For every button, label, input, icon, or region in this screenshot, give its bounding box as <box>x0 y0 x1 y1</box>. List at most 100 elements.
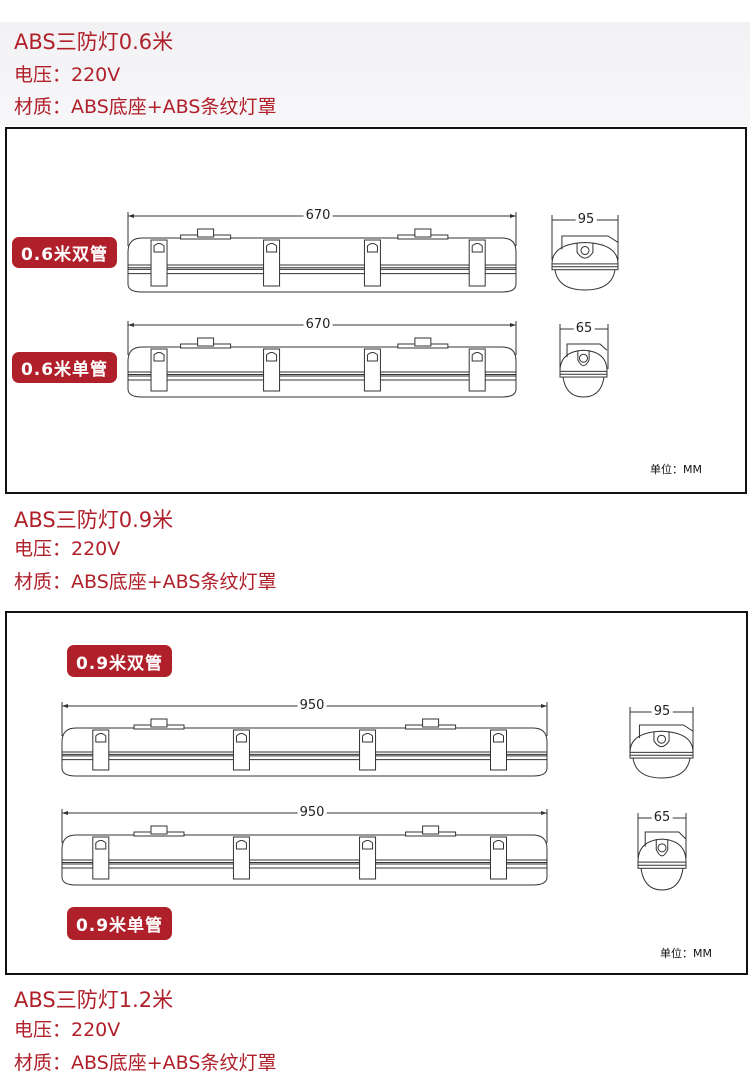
bracket <box>414 228 432 238</box>
clip-hole <box>266 243 278 253</box>
clip <box>150 239 168 287</box>
lamp-base <box>61 834 548 863</box>
spec-title: ABS三防灯1.2米 <box>14 988 174 1012</box>
clip <box>92 729 110 771</box>
bracket <box>197 337 215 347</box>
arrow-icon <box>62 811 68 815</box>
end-cover <box>632 757 691 779</box>
spec-voltage: 电压：220V <box>14 1019 121 1041</box>
spec-material: 材质：ABS底座+ABS条纹灯罩 <box>14 1052 277 1074</box>
clip-hole <box>235 733 247 743</box>
bracket <box>197 228 215 238</box>
end-view-09-single <box>637 831 687 891</box>
clip <box>359 836 377 880</box>
lamp-base <box>127 237 517 269</box>
lamp-cover <box>61 862 548 886</box>
lamp-06-double <box>127 228 517 293</box>
end-hole <box>580 246 590 256</box>
end-top <box>638 724 694 739</box>
dim-length-09-double: 950 <box>297 698 327 713</box>
lamp-06-single <box>127 337 517 398</box>
clip-hole <box>153 243 165 253</box>
dim-length-09-single: 950 <box>297 805 327 820</box>
spec-title: ABS三防灯0.6米 <box>14 30 174 54</box>
bracket <box>422 825 440 835</box>
clip <box>232 836 250 880</box>
end-cover <box>640 868 684 891</box>
bracket <box>414 337 432 347</box>
unit-label-06: 单位：MM <box>650 463 702 476</box>
spec-block-12: ABS三防灯1.2米 电压：220V 材质：ABS底座+ABS条纹灯罩 <box>0 982 750 1082</box>
clip <box>468 348 486 392</box>
clip-hole <box>362 733 374 743</box>
lamp-base <box>61 727 548 755</box>
end-top <box>561 235 619 250</box>
clip <box>263 348 281 392</box>
lamp-09-double <box>61 718 548 777</box>
clip <box>468 239 486 287</box>
label-06-double: 0.6米双管 <box>12 237 117 268</box>
clip-hole <box>362 840 374 850</box>
clip-hole <box>153 352 165 362</box>
label-09-single: 0.9米单管 <box>67 907 172 940</box>
end-mount <box>655 839 669 857</box>
end-base <box>551 241 619 264</box>
end-mount <box>653 731 670 748</box>
end-view-06-single <box>559 343 608 398</box>
dim-length-06-double: 670 <box>303 208 333 223</box>
lamp-09-single <box>61 825 548 886</box>
dim-width-06-double: 95 <box>575 212 597 227</box>
end-hole <box>657 843 667 853</box>
arrow-icon <box>541 704 547 708</box>
clip-hole <box>366 243 378 253</box>
spec-voltage: 电压：220V <box>14 538 121 560</box>
end-base <box>629 730 694 753</box>
clip <box>92 836 110 880</box>
bracket <box>422 718 440 728</box>
end-mount <box>576 242 594 259</box>
spec-block-09: ABS三防灯0.9米 电压：220V 材质：ABS底座+ABS条纹灯罩 <box>0 500 750 595</box>
spec-voltage: 电压：220V <box>14 64 121 86</box>
unit-label-09: 单位：MM <box>660 947 712 960</box>
dim-width-06-single: 65 <box>573 321 595 336</box>
spec-material: 材质：ABS底座+ABS条纹灯罩 <box>14 96 277 118</box>
end-cover <box>562 376 605 398</box>
clip-hole <box>235 840 247 850</box>
dim-width-09-single: 65 <box>651 810 673 825</box>
arrow-icon <box>62 704 68 708</box>
bracket <box>150 718 168 728</box>
lamp-cover <box>127 267 517 293</box>
end-base <box>637 838 687 863</box>
clip-hole <box>95 733 107 743</box>
clip <box>490 836 507 880</box>
clip-hole <box>266 352 278 362</box>
end-hole <box>657 734 666 744</box>
lamp-base <box>127 346 517 375</box>
clip <box>150 348 168 392</box>
clip <box>363 239 381 287</box>
clip-hole <box>493 840 504 850</box>
bracket <box>150 825 168 835</box>
clip <box>359 729 377 771</box>
label-06-single: 0.6米单管 <box>12 352 117 383</box>
arrow-icon <box>510 214 516 218</box>
clip-hole <box>471 352 483 362</box>
dimension-panel-06 <box>5 127 747 494</box>
clip-hole <box>471 243 483 253</box>
lamp-cover <box>61 754 548 777</box>
spec-block-06: ABS三防灯0.6米 电压：220V 材质：ABS底座+ABS条纹灯罩 <box>0 22 750 126</box>
clip-hole <box>95 840 107 850</box>
clip <box>490 729 507 771</box>
end-top <box>644 831 687 847</box>
spec-title: ABS三防灯0.9米 <box>14 508 174 532</box>
dim-length-06-single: 670 <box>303 317 333 332</box>
clip-hole <box>366 352 378 362</box>
clip <box>363 348 381 392</box>
end-base <box>559 349 608 372</box>
clip <box>263 239 281 287</box>
end-top <box>566 343 608 358</box>
arrow-icon <box>541 811 547 815</box>
end-mount <box>577 350 590 367</box>
arrow-icon <box>128 323 134 327</box>
